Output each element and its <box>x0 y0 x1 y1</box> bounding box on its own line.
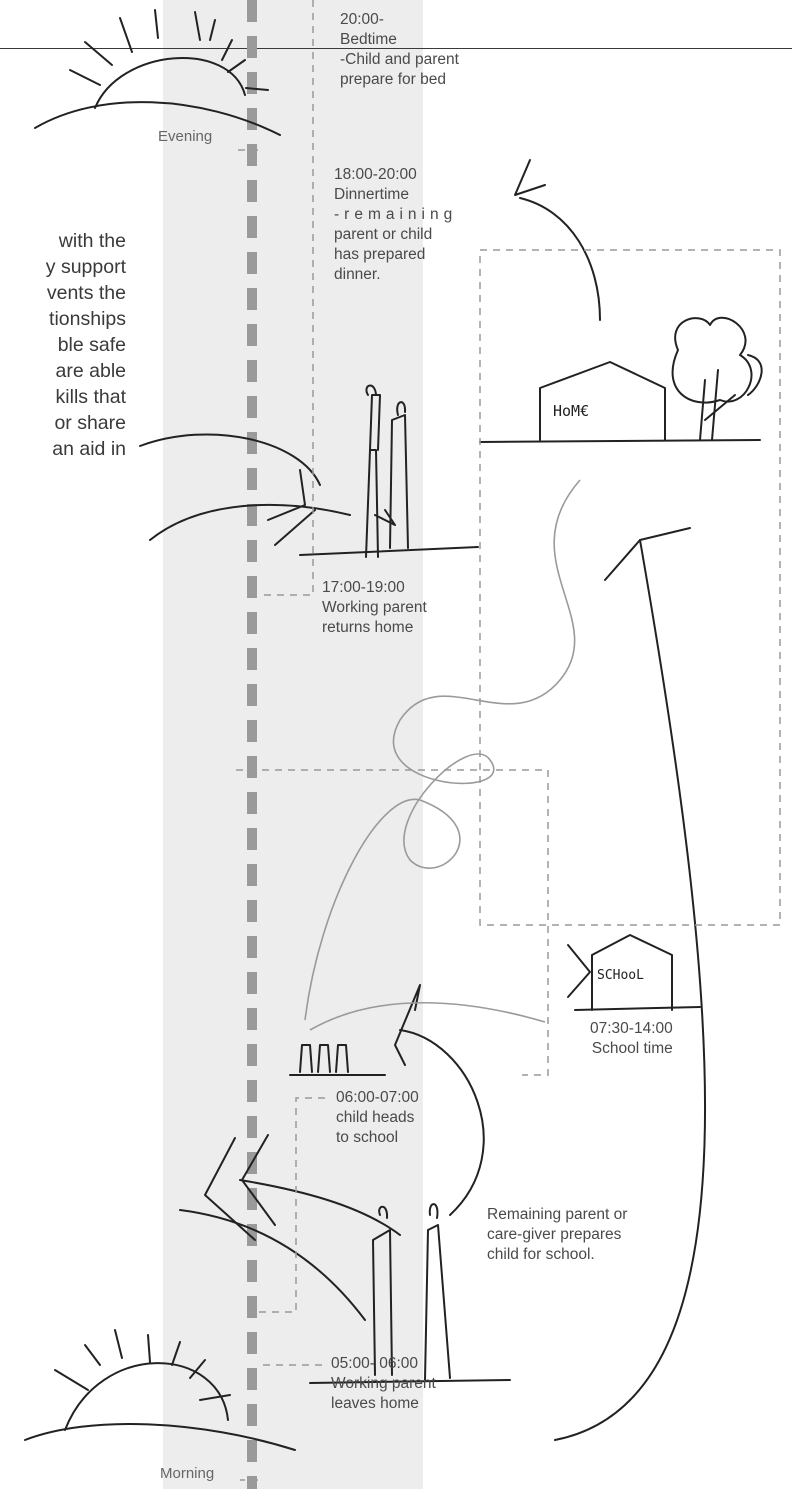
long-curve <box>555 540 705 1440</box>
bedtime-label: 20:00- Bedtime -Child and parent prepare… <box>340 10 459 90</box>
body-text-line: kills that <box>0 384 126 410</box>
dinner-label: 18:00-20:00 Dinnertime -remaining parent… <box>334 165 457 285</box>
leave-arrow-lower <box>180 1210 365 1320</box>
return-arrow-upper <box>140 434 320 485</box>
morning-label: Morning <box>160 1465 214 1482</box>
arrowhead-dinner <box>515 160 545 195</box>
dinner-rest: parent or child has prepared dinner. <box>334 225 457 285</box>
return-arrow-lower <box>150 505 350 540</box>
body-text-line: ble safe <box>0 332 126 358</box>
body-text-line: an aid in <box>0 436 126 462</box>
meandering-path <box>305 480 580 1030</box>
home-dashed-frame <box>480 250 780 925</box>
heads-to-school-label: 06:00-07:00 child heads to school <box>336 1088 419 1148</box>
body-text-line: or share <box>0 410 126 436</box>
arrowhead-long <box>605 528 690 580</box>
family-returning-figures <box>300 386 478 557</box>
heads-school-leader <box>258 1098 325 1312</box>
home-handwritten-label: HoM€ <box>553 402 589 420</box>
morning-sun-icon <box>25 1330 295 1450</box>
tree-icon <box>673 318 762 440</box>
school-handwritten-label: SCHooL <box>597 968 644 983</box>
evening-label: Evening <box>158 128 212 145</box>
returns-home-label: 17:00-19:00 Working parent returns home <box>322 578 427 638</box>
dinner-time: 18:00-20:00 Dinnertime <box>334 165 457 205</box>
leave-arrow-upper <box>240 1180 400 1235</box>
body-text-line: y support <box>0 254 126 280</box>
evening-sun-icon <box>35 10 280 135</box>
prepares-child-label: Remaining parent or care-giver prepares … <box>487 1205 627 1265</box>
school-dashed-frame <box>236 770 548 1075</box>
school-time-label: 07:30-14:00 School time <box>590 1019 673 1059</box>
body-text-line: tionships <box>0 306 126 332</box>
dinner-remaining: -remaining <box>334 205 457 225</box>
leaves-home-label: 05:00- 06:00 Working parent leaves home <box>331 1354 436 1414</box>
body-text-line: are able <box>0 358 126 384</box>
curve-dinner-arrow <box>520 198 600 320</box>
body-text-line: with the <box>0 228 126 254</box>
body-text-fragment: with the y support vents the tionships b… <box>0 228 126 462</box>
body-text-line: vents the <box>0 280 126 306</box>
